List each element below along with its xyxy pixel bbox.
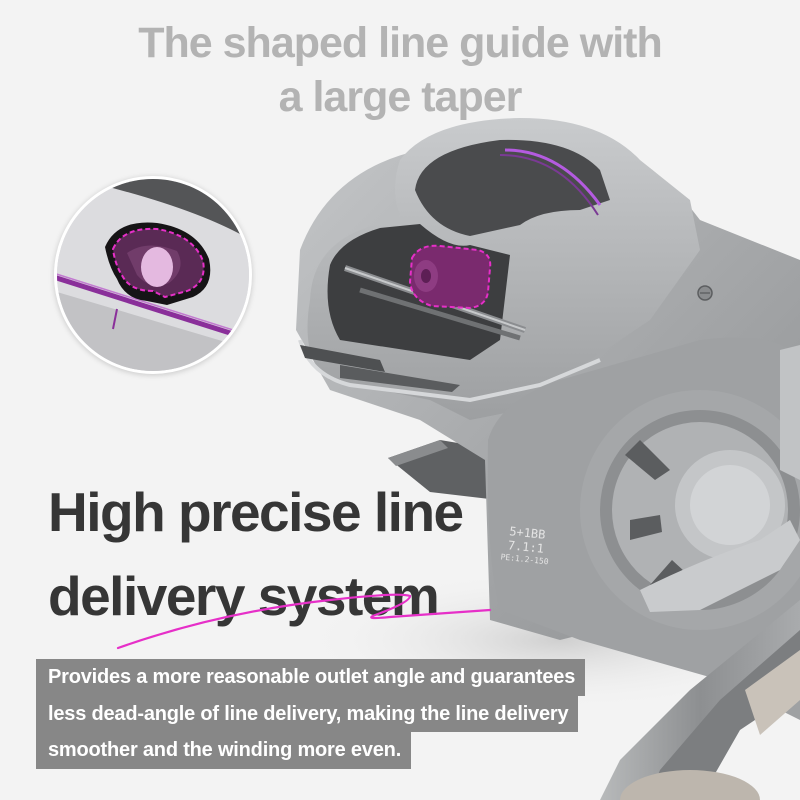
line-guide-closeup-image xyxy=(57,179,249,371)
headline: The shaped line guide with a large taper xyxy=(0,16,800,124)
headline-line-2: a large taper xyxy=(278,73,523,121)
description-line-2: less dead-angle of line delivery, making… xyxy=(36,695,579,732)
description-line-3: smoother and the winding more even. xyxy=(36,732,412,769)
line-guide-closeup-inset xyxy=(54,176,252,374)
main-title-line-1: High precise line xyxy=(48,481,464,543)
description-line-1: Provides a more reasonable outlet angle … xyxy=(36,659,586,696)
reel-spec-markings: 5+1BB 7.1:1 PE:1.2-150 xyxy=(494,523,558,569)
headline-line-1: The shaped line guide with xyxy=(138,19,663,67)
main-title-line-2: delivery system xyxy=(48,565,440,627)
main-title: High precise line delivery system xyxy=(48,470,464,638)
line-guide xyxy=(408,244,492,310)
description-box: Provides a more reasonable outlet angle … xyxy=(36,659,586,769)
